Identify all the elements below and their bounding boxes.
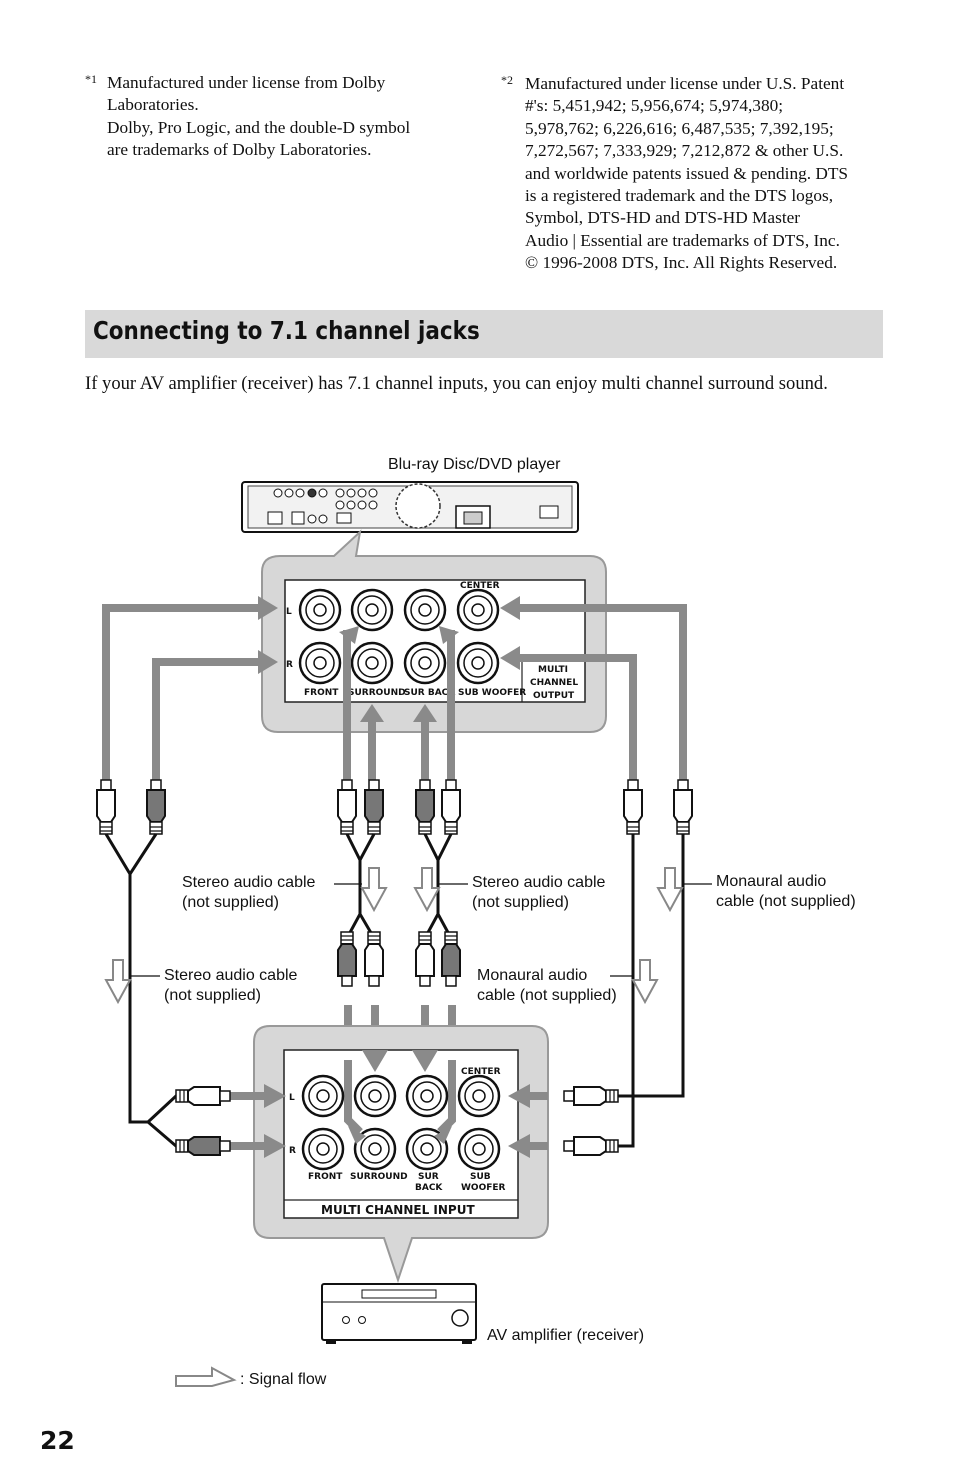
cable-label-mono-1-line2: cable (not supplied) xyxy=(716,893,856,910)
jack-input-front-r xyxy=(301,1127,345,1171)
output-panel-callout xyxy=(261,529,607,733)
signal-flow-legend-label: : Signal flow xyxy=(240,1371,327,1388)
input-center-label: CENTER xyxy=(461,1067,501,1077)
input-panel-name: MULTI CHANNEL INPUT xyxy=(321,1203,475,1217)
section-heading-bar: Connecting to 7.1 channel jacks xyxy=(85,310,883,358)
output-row-l-label: L xyxy=(286,607,292,617)
cable-label-mono-1-line1: Monaural audio xyxy=(716,873,826,890)
av-amplifier-icon xyxy=(321,1283,477,1344)
input-sub-label: SUB xyxy=(470,1172,491,1182)
section-title: Connecting to 7.1 channel jacks xyxy=(93,316,480,345)
input-side-arrowheads xyxy=(264,1084,530,1158)
jack-input-front-l xyxy=(301,1074,345,1118)
jack-input-center xyxy=(457,1074,501,1118)
cable-label-stereo-1-line1: Stereo audio cable xyxy=(182,874,316,891)
input-panel-callout xyxy=(253,1025,549,1284)
jack-output-surround-r xyxy=(350,641,394,685)
input-woofer-label: WOOFER xyxy=(461,1183,506,1193)
upper-plugs xyxy=(96,779,693,835)
output-signal-arrowheads xyxy=(258,596,520,722)
jack-input-surround-l xyxy=(353,1074,397,1118)
output-panel-name-3: OUTPUT xyxy=(533,691,575,701)
footnote-line: Manufactured under license under U.S. Pa… xyxy=(525,74,845,93)
input-signal-arrowheads xyxy=(348,1050,452,1144)
footnote-dolby: *1 Manufactured under license from Dolby… xyxy=(85,72,467,162)
jack-output-surround-l xyxy=(350,588,394,632)
cable-label-stereo-2-line1: Stereo audio cable xyxy=(472,874,606,891)
bluray-player-icon xyxy=(241,481,579,533)
player-label: Blu-ray Disc/DVD player xyxy=(388,456,561,473)
footnote-line: Laboratories. xyxy=(107,95,199,115)
output-front-label: FRONT xyxy=(304,688,339,698)
footnote-line: 5,978,762; 6,226,616; 6,487,535; 7,392,1… xyxy=(525,118,834,138)
cable-label-stereo-3-line2: (not supplied) xyxy=(164,987,261,1004)
intro-paragraph: If your AV amplifier (receiver) has 7.1 … xyxy=(85,373,828,394)
jack-output-subwoofer xyxy=(456,641,500,685)
output-signal-lines xyxy=(102,604,687,780)
output-center-label: CENTER xyxy=(460,581,500,591)
jack-output-surback-l xyxy=(403,588,447,632)
footnote-line: are trademarks of Dolby Laboratories. xyxy=(107,140,372,160)
footnote-mark: *2 xyxy=(501,73,513,87)
input-row-r-label: R xyxy=(289,1146,296,1156)
amplifier-label: AV amplifier (receiver) xyxy=(487,1327,644,1344)
output-row-r-label: R xyxy=(286,660,293,670)
input-signal-lines-inner xyxy=(344,1060,456,1135)
footnote-line: and worldwide patents issued & pending. … xyxy=(525,163,849,183)
output-surback-label: SUR BACK xyxy=(404,688,456,698)
footnote-line: Manufactured under license from Dolby xyxy=(107,73,386,92)
signal-flow-legend-icon xyxy=(175,1366,237,1387)
footnote-line: Symbol, DTS-HD and DTS-HD Master xyxy=(525,208,801,228)
footnote-line: 7,272,567; 7,333,929; 7,212,872 & other … xyxy=(525,141,844,161)
footnote-mark: *1 xyxy=(85,72,97,86)
footnote-line: © 1996-2008 DTS, Inc. All Rights Reserve… xyxy=(525,253,838,273)
output-panel-name-1: MULTI xyxy=(538,665,568,675)
footnote-line: is a registered trademark and the DTS lo… xyxy=(525,186,834,206)
footnote-line: #'s: 5,451,942; 5,956,674; 5,974,380; xyxy=(525,96,784,116)
footnote-dts: *2 Manufactured under license under U.S.… xyxy=(501,73,895,275)
page-number: 22 xyxy=(40,1426,75,1455)
jack-input-subwoofer xyxy=(457,1127,501,1171)
input-row-l-label: L xyxy=(289,1093,295,1103)
jack-output-surback-r xyxy=(403,641,447,685)
input-back-label: BACK xyxy=(415,1183,443,1193)
cable-label-mono-2-line1: Monaural audio xyxy=(477,967,587,984)
footnote-line: Audio | Essential are trademarks of DTS,… xyxy=(525,230,840,250)
input-sur-label: SUR xyxy=(418,1172,439,1182)
cable-label-stereo-3-line1: Stereo audio cable xyxy=(164,967,298,984)
output-subwoofer-label: SUB WOOFER xyxy=(458,688,526,698)
output-panel-name-2: CHANNEL xyxy=(530,678,578,688)
jack-output-center xyxy=(456,588,500,632)
cable-label-stereo-1-line2: (not supplied) xyxy=(182,894,279,911)
middle-plugs xyxy=(337,931,461,987)
cable-label-stereo-2-line2: (not supplied) xyxy=(472,894,569,911)
cable-label-mono-2-line2: cable (not supplied) xyxy=(477,987,617,1004)
footnote-line: Dolby, Pro Logic, and the double-D symbo… xyxy=(107,117,411,137)
jack-output-front-r xyxy=(298,641,342,685)
input-front-label: FRONT xyxy=(308,1172,343,1182)
jack-output-front-l xyxy=(298,588,342,632)
input-surround-label: SURROUND xyxy=(350,1172,408,1182)
output-surround-label: SURROUND xyxy=(348,688,406,698)
jack-input-surback-l xyxy=(405,1074,449,1118)
leader-lines xyxy=(130,883,712,977)
